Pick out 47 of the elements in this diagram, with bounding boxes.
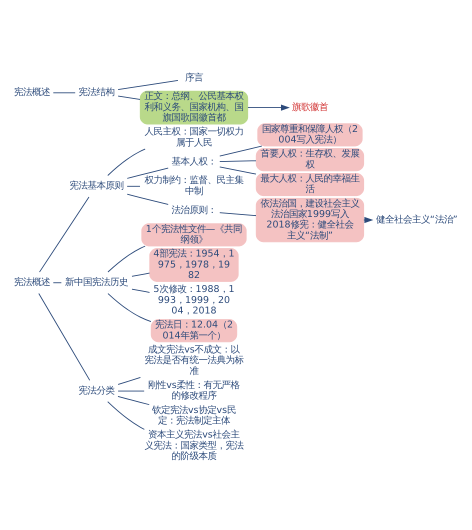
node-text: 宪法结构 <box>78 87 115 98</box>
node-text: 权力制约：监督、民主集中制 <box>144 175 244 197</box>
node-text: 钦定宪法vs协定vs民定：宪法制定主体 <box>152 404 236 426</box>
node-text: 旗歌徽首 <box>292 102 328 113</box>
node-text: 资本主义宪法vs社会主义宪法：国家类型，宪法的阶级本质 <box>144 430 244 462</box>
connector <box>126 194 169 205</box>
node-text: 成文宪法vs不成文：以宪法是否有统一法典为标准 <box>144 344 244 377</box>
connector <box>118 390 145 392</box>
connector <box>132 288 150 293</box>
connector <box>126 168 169 179</box>
connector <box>52 92 76 94</box>
node-box: 宪法日：12.04（2014年第一个） <box>150 319 238 342</box>
connector <box>39 196 90 272</box>
node-text: 宪法概述 <box>14 277 50 288</box>
node-text: 人民主权：国家一切权力属于人民 <box>144 126 244 148</box>
connector <box>219 166 256 175</box>
node-box: 正文：总纲、公民基本权利和义务、国家机构、国旗国歌国徽首都 <box>140 90 248 124</box>
node-box: 首要人权：生存权、发展权 <box>256 148 364 172</box>
arrow <box>248 104 290 111</box>
connector <box>118 396 150 406</box>
connector <box>38 293 90 381</box>
connector <box>107 148 146 176</box>
connector <box>132 272 150 277</box>
node-text: 宪法基本原则 <box>70 180 124 192</box>
connector <box>108 246 146 272</box>
node-text: 刚性vs柔性：有无严格的修改程序 <box>148 380 240 402</box>
connector <box>219 160 256 162</box>
connector <box>118 80 178 90</box>
connector <box>107 401 145 430</box>
node-box: 4部宪法：1954，1975，1978，1982 <box>149 248 239 282</box>
node-box: 国家尊重和保障人权（2004写入宪法） <box>257 123 363 146</box>
node-text: 健全社会主义“法治” <box>376 214 458 226</box>
connector <box>108 293 152 322</box>
node-text: 法治原则： <box>171 204 216 216</box>
node-text: 新中国宪法历史 <box>65 277 128 288</box>
connector <box>126 186 140 187</box>
node-text: 宪法分类 <box>78 385 115 396</box>
node-text: 宪法概述 <box>14 87 50 98</box>
connector <box>219 146 262 157</box>
connector <box>118 377 141 385</box>
node-text: 5次修改：1988，1993，1999，2004，2018 <box>153 284 235 316</box>
node-text: 基本人权： <box>171 156 216 168</box>
node-box: 1个宪法性文件—《共同纲领》 <box>141 223 247 246</box>
node-box: 最大人权：人民的幸福生活 <box>256 173 364 196</box>
node-text: 序言 <box>184 72 203 84</box>
connector <box>219 212 256 216</box>
connector <box>118 96 140 100</box>
